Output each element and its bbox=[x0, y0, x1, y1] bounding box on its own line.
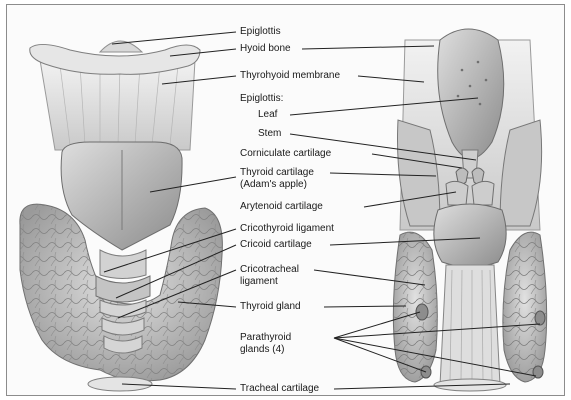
label-parathyroid-glands: glands (4) bbox=[240, 344, 284, 356]
label-arytenoid-cartilage: Arytenoid cartilage bbox=[240, 201, 323, 213]
anterior-view bbox=[20, 41, 223, 391]
posterior-view bbox=[393, 29, 546, 391]
label-cricotracheal-ligament: ligament bbox=[240, 276, 278, 288]
label-epiglottis-group: Epiglottis: bbox=[240, 93, 283, 105]
label-hyoid-bone: Hyoid bone bbox=[240, 43, 291, 55]
label-cricoid-cartilage: Cricoid cartilage bbox=[240, 239, 312, 251]
label-tracheal-cartilage: Tracheal cartilage bbox=[240, 383, 319, 395]
label-parathyroid: Parathyroid bbox=[240, 332, 291, 344]
label-stem: Stem bbox=[258, 128, 281, 140]
label-cricotracheal: Cricotracheal bbox=[240, 264, 299, 276]
label-thyrohyoid-membrane: Thyrohyoid membrane bbox=[240, 70, 340, 82]
label-adams-apple: (Adam's apple) bbox=[240, 179, 307, 191]
label-cricothyroid-ligament: Cricothyroid ligament bbox=[240, 223, 334, 235]
label-corniculate-cartilage: Corniculate cartilage bbox=[240, 148, 331, 160]
label-leaf: Leaf bbox=[258, 109, 277, 121]
label-thyroid-gland: Thyroid gland bbox=[240, 301, 301, 313]
label-epiglottis: Epiglottis bbox=[240, 26, 281, 38]
label-thyroid-cartilage: Thyroid cartilage bbox=[240, 167, 314, 179]
